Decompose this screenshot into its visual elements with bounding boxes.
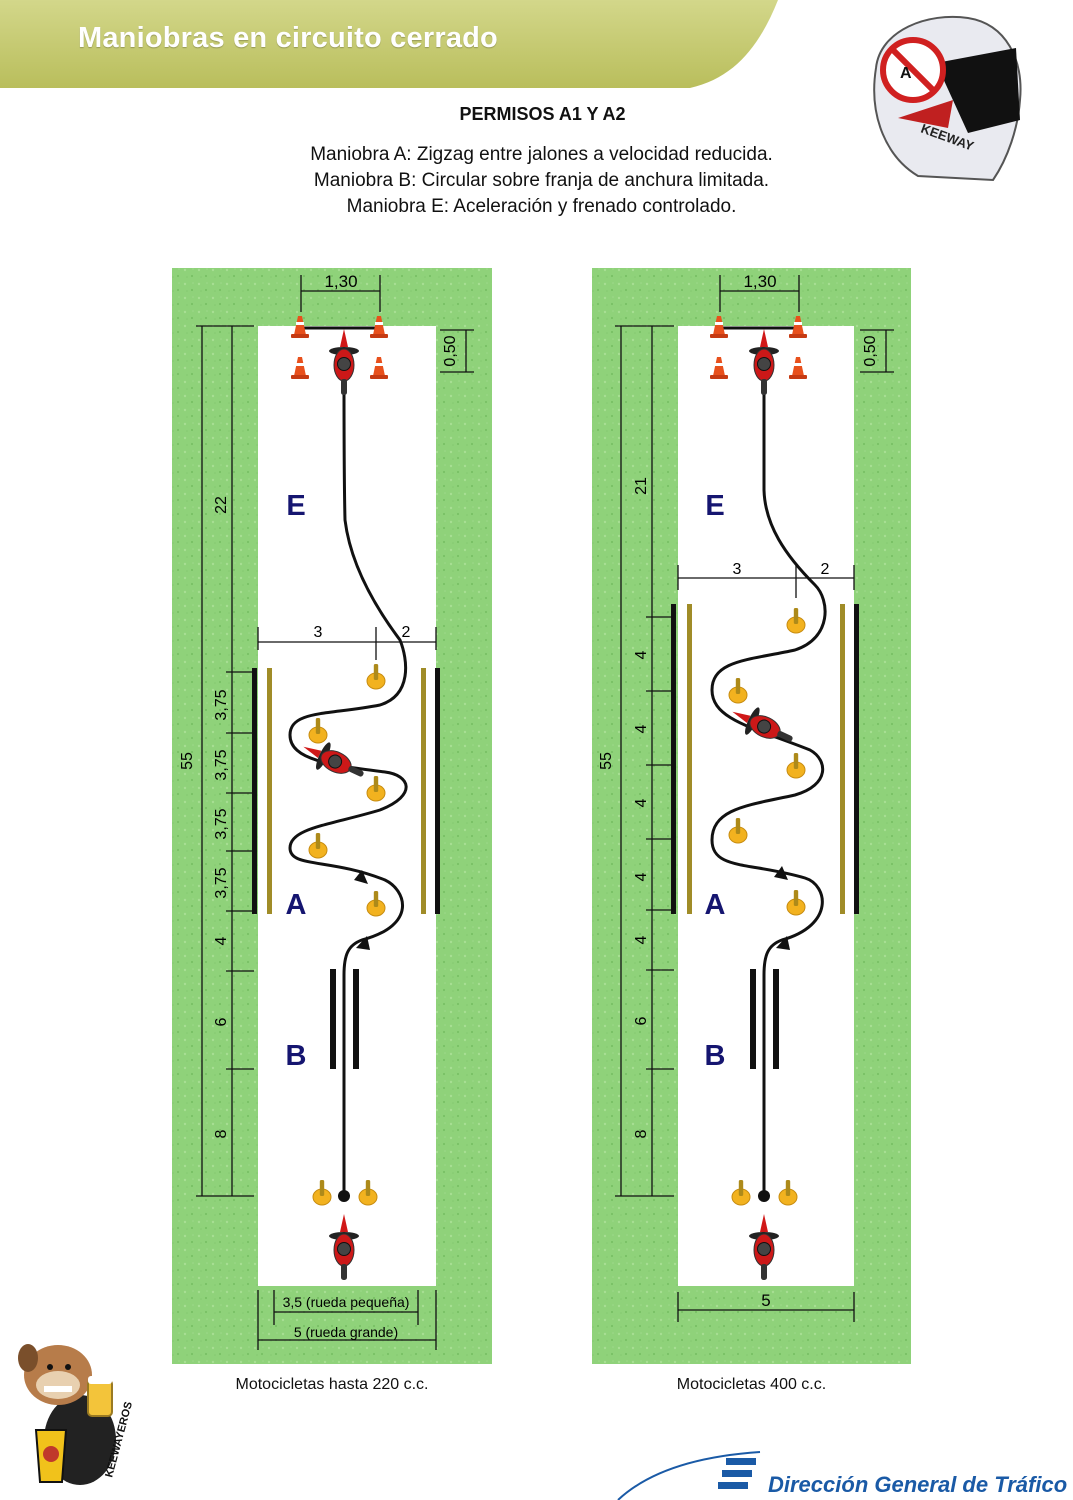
cone-depth-dimension [440, 329, 474, 373]
boundary-line [252, 668, 257, 914]
bulldog-mascot: KEEWAYEROS [18, 1344, 135, 1485]
boundary-stripe [267, 668, 272, 914]
direction-arrow [774, 866, 788, 880]
direction-arrow [354, 870, 368, 884]
maneuver-label-e: E [705, 490, 724, 522]
boundary-line [435, 668, 440, 914]
segment-label: 4 [633, 724, 650, 733]
bottom-width-dimension [257, 1290, 437, 1350]
keeway-helmet-logo: A KEEWAY [873, 15, 1022, 182]
riding-path [710, 378, 827, 1196]
start-point [338, 1190, 350, 1202]
segment-label: 4 [633, 935, 650, 944]
segment-label: 3,75 [213, 689, 230, 720]
svg-text:A: A [900, 65, 912, 82]
cone-depth-dimension [860, 329, 894, 373]
beer-mug-icon [87, 1379, 113, 1417]
boundary-stripe [840, 604, 845, 914]
top-width-label: 1,30 [324, 272, 357, 291]
segment-label: 4 [213, 936, 230, 945]
maneuver-label-b: B [705, 1040, 726, 1072]
segment-label: 8 [633, 1129, 650, 1138]
direction-arrow [776, 936, 790, 950]
segment-label: 3,75 [213, 749, 230, 780]
zigzag-width-label: 2 [821, 561, 830, 578]
maneuver-label-a: A [705, 889, 726, 921]
cone-depth-label: 0,50 [442, 335, 459, 366]
length-dimension-lines [196, 325, 254, 1197]
boundary-stripe [421, 668, 426, 914]
bottom-width-dimension [677, 1292, 855, 1322]
circuit-left: 55 22 3,75 3,75 3,75 3,75 4 6 8 1,30 0,5… [172, 268, 492, 1364]
right-circuit-caption: Motocicletas 400 c.c. [676, 1376, 827, 1393]
segment-label: 4 [633, 798, 650, 807]
boundary-line [854, 604, 859, 914]
top-width-dimension [719, 275, 800, 312]
narrow-lane-line [330, 969, 336, 1069]
page-title: Maniobras en circuito cerrado [78, 22, 498, 54]
track-area [258, 326, 436, 1286]
segment-label: 3,75 [213, 867, 230, 898]
header-banner [0, 0, 778, 88]
boundary-line [671, 604, 676, 914]
maneuver-a-description: Maniobra A: Zigzag entre jalones a veloc… [310, 144, 773, 165]
left-circuit-caption: Motocicletas hasta 220 c.c. [235, 1376, 429, 1393]
total-length-label: 55 [179, 752, 196, 770]
start-point [758, 1190, 770, 1202]
narrow-lane-line [750, 969, 756, 1069]
zigzag-width-dimension [257, 627, 437, 660]
track-area [678, 326, 854, 1286]
large-wheel-width-label: 5 (rueda grande) [294, 1324, 398, 1340]
permit-heading: PERMISOS A1 Y A2 [459, 104, 626, 124]
maneuver-b-description: Maniobra B: Circular sobre franja de anc… [313, 170, 770, 191]
maneuver-e-description: Maniobra E: Aceleración y frenado contro… [346, 196, 737, 217]
dgt-footer-label: Dirección General de Tráfico [768, 1472, 1068, 1497]
cone-depth-label: 0,50 [862, 335, 879, 366]
top-width-label: 1,30 [743, 272, 776, 291]
top-width-dimension [300, 275, 381, 312]
circuit-right: 55 21 4 4 4 4 4 6 8 1,30 0,50 [592, 268, 911, 1364]
length-dimension-lines [615, 325, 674, 1197]
total-length-label: 55 [598, 752, 615, 770]
zigzag-width-label: 2 [402, 624, 411, 641]
maneuver-label-e: E [286, 490, 305, 522]
segment-label: 21 [633, 477, 650, 495]
segment-label: 22 [213, 496, 230, 514]
zigzag-width-dimension [677, 565, 855, 598]
segment-label: 8 [213, 1129, 230, 1138]
direction-arrow [356, 936, 370, 950]
segment-label: 4 [633, 872, 650, 881]
narrow-lane-line [773, 969, 779, 1069]
dgt-logo-icon [617, 1451, 761, 1500]
segment-label: 6 [213, 1017, 230, 1026]
segment-label: 3,75 [213, 808, 230, 839]
narrow-lane-line [353, 969, 359, 1069]
maneuver-label-a: A [286, 889, 307, 921]
segment-label: 6 [633, 1016, 650, 1025]
small-wheel-width-label: 3,5 (rueda pequeña) [283, 1294, 410, 1310]
maneuver-label-b: B [286, 1040, 307, 1072]
riding-path [288, 377, 408, 1196]
segment-label: 4 [633, 650, 650, 659]
boundary-stripe [687, 604, 692, 914]
zigzag-width-label: 3 [314, 624, 323, 641]
bottom-width-label: 5 [761, 1291, 770, 1310]
zigzag-width-label: 3 [733, 561, 742, 578]
